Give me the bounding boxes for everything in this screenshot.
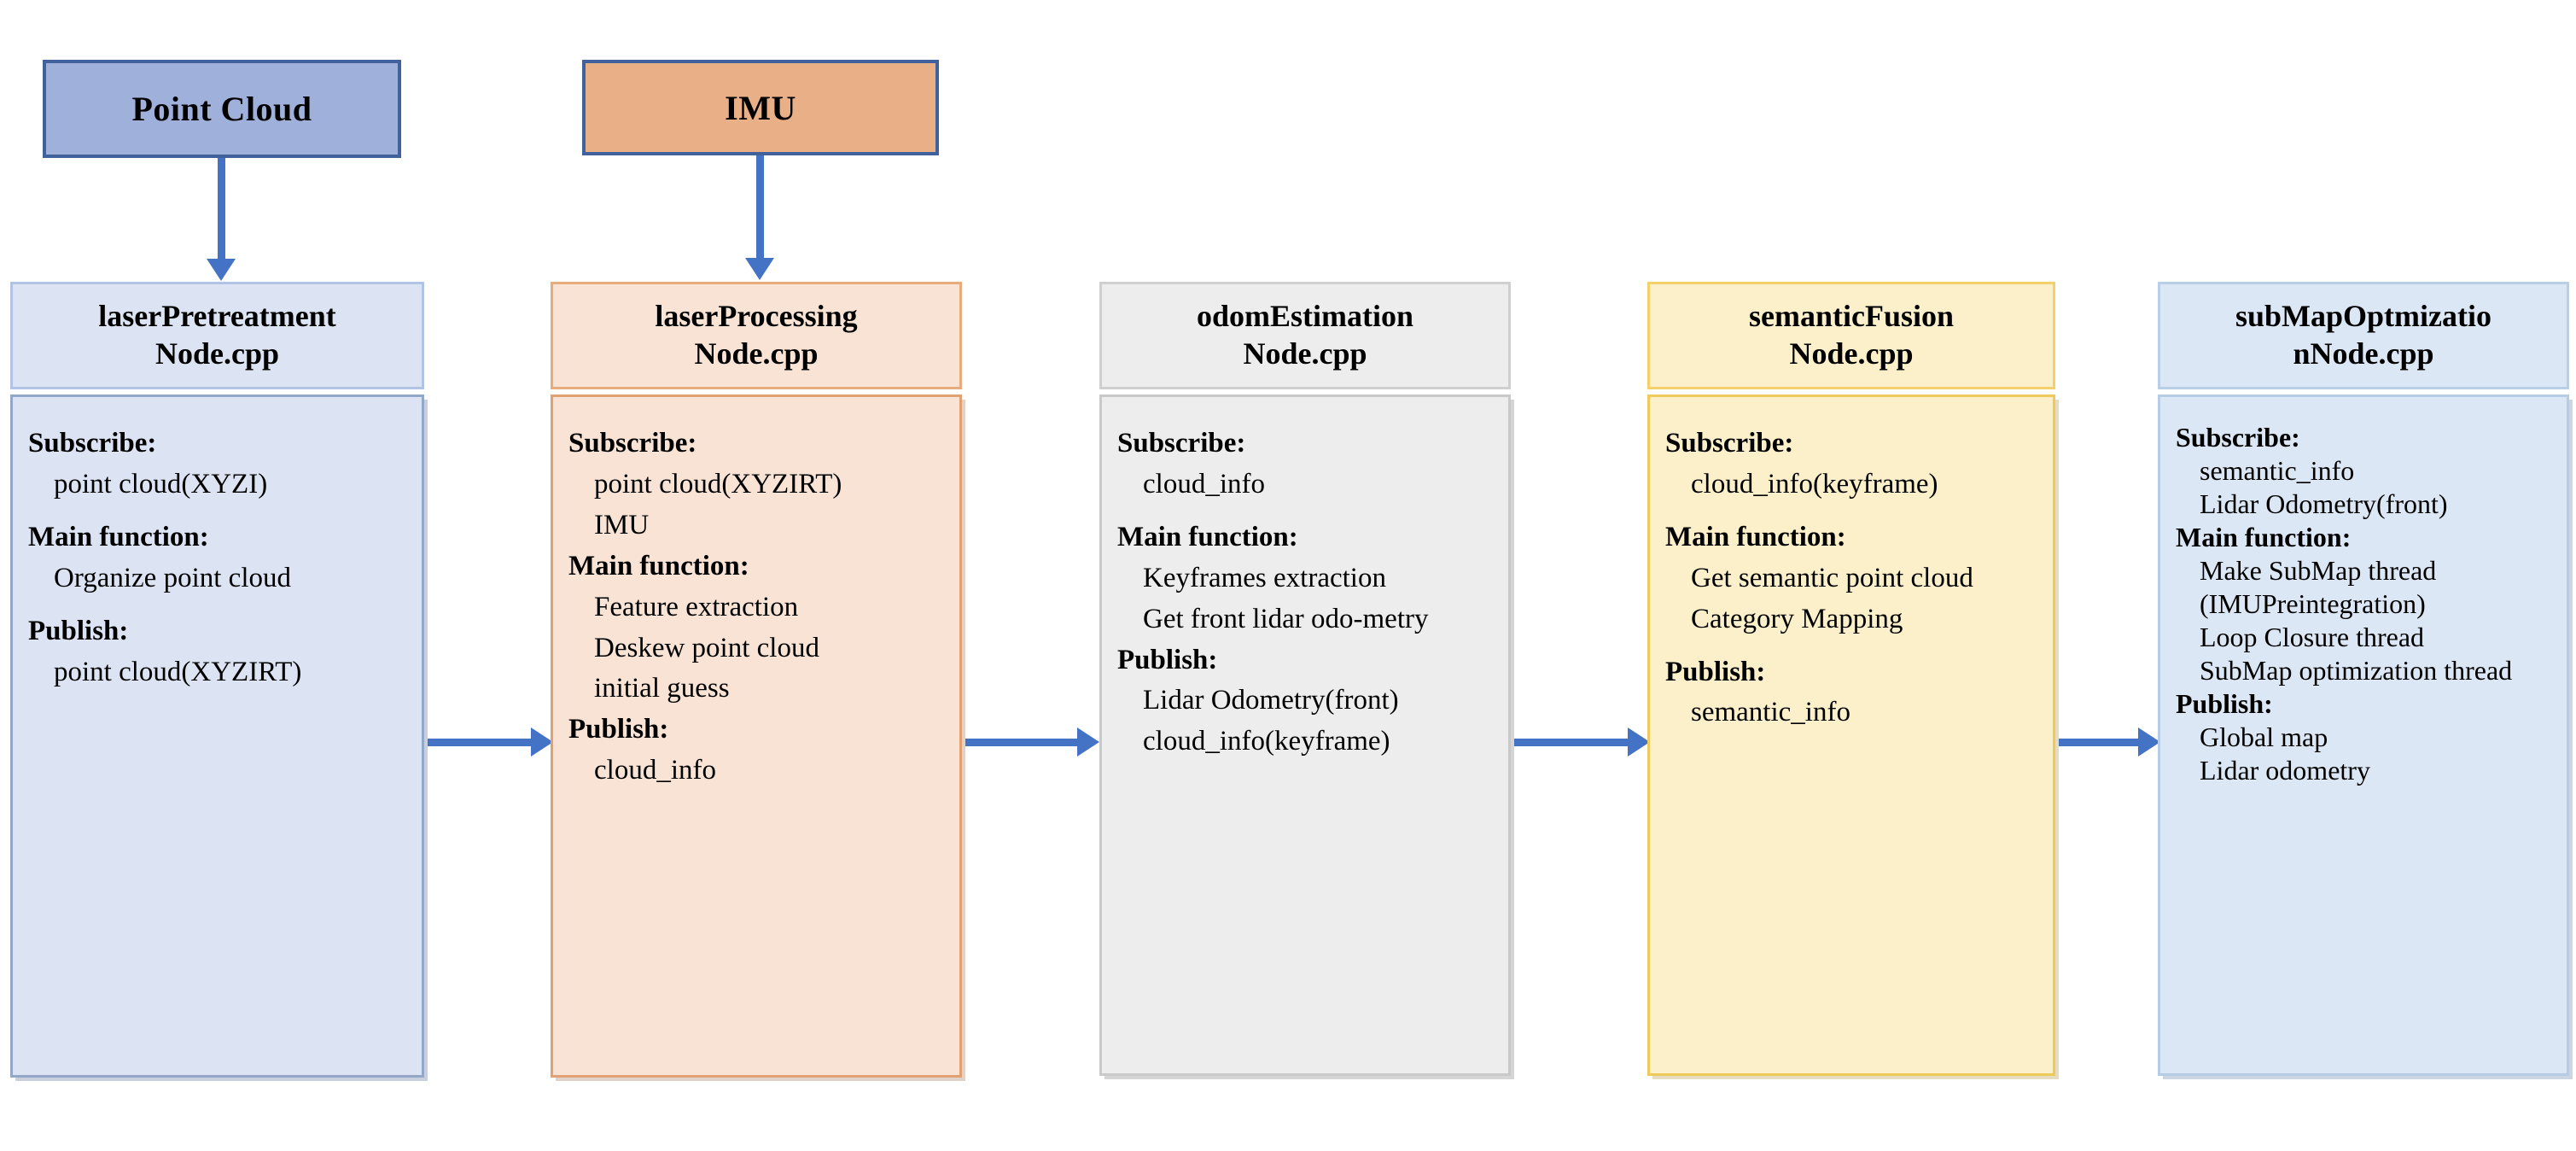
section-item: IMU — [594, 509, 650, 540]
source-label-point-cloud: Point Cloud — [131, 90, 312, 128]
section-label-publish: Publish: — [568, 714, 669, 745]
spacer — [28, 597, 406, 614]
node-title-line1: subMapOptmizatio — [2235, 299, 2492, 334]
section-label-publish: Publish: — [28, 615, 129, 646]
section-item: Lidar odometry — [2200, 755, 2370, 786]
section-item: Make SubMap thread (IMUPreintegration) — [2200, 555, 2437, 620]
section-item: initial guess — [594, 673, 730, 704]
section-label-publish: Publish: — [1665, 656, 1766, 687]
spacer — [1117, 503, 1493, 520]
arrow-head — [2138, 727, 2160, 757]
section-label-publish: Publish: — [2176, 688, 2273, 720]
section-item: Feature extraction — [594, 591, 799, 622]
node-body-semantic-fusion: Subscribe: cloud_info(keyframe) Main fun… — [1647, 394, 2055, 1076]
section-item: cloud_info(keyframe) — [1143, 726, 1390, 757]
node-body-submap-optimization: Subscribe: semantic_info Lidar Odometry(… — [2158, 394, 2569, 1076]
spacer — [28, 503, 406, 520]
arrow-shaft — [2058, 739, 2141, 746]
node-header-laser-processing: laserProcessing Node.cpp — [551, 282, 962, 389]
node-title-line2: Node.cpp — [1243, 336, 1367, 371]
arrow-head — [1077, 727, 1099, 757]
section-label-main-function: Main function: — [1117, 521, 1298, 552]
arrow-head — [207, 259, 236, 281]
node-header-laser-pretreatment: laserPretreatment Node.cpp — [10, 282, 424, 389]
node-header-submap-optimization: subMapOptmizatio nNode.cpp — [2158, 282, 2569, 389]
arrow-head — [531, 727, 553, 757]
section-label-subscribe: Subscribe: — [1665, 428, 1794, 459]
node-header-semantic-fusion: semanticFusion Node.cpp — [1647, 282, 2055, 389]
node-title-line1: laserPretreatment — [98, 299, 336, 334]
section-label-main-function: Main function: — [568, 550, 749, 581]
arrow-head — [745, 258, 774, 280]
section-label-main-function: Main function: — [1665, 521, 1846, 552]
node-title-line2: Node.cpp — [154, 336, 280, 371]
section-item: cloud_info(keyframe) — [1691, 468, 1938, 500]
node-body-laser-pretreatment: Subscribe: point cloud(XYZI) Main functi… — [10, 394, 424, 1078]
spacer — [1665, 638, 2037, 655]
section-item: cloud_info — [1143, 468, 1265, 500]
section-label-publish: Publish: — [1117, 644, 1218, 675]
node-body-odom-estimation: Subscribe: cloud_info Main function: Key… — [1099, 394, 1511, 1076]
section-item: Lidar Odometry(front) — [1143, 685, 1399, 716]
section-label-main-function: Main function: — [28, 521, 209, 552]
node-title-line2: nNode.cpp — [2293, 336, 2434, 371]
section-item: Lidar Odometry(front) — [2200, 488, 2448, 520]
node-laser-processing: laserProcessing Node.cpp Subscribe: poin… — [551, 282, 962, 1078]
arrow-shaft — [965, 739, 1080, 746]
section-item: SubMap optimization thread — [2200, 655, 2513, 687]
node-title-line1: semanticFusion — [1748, 299, 1954, 334]
source-label-imu: IMU — [725, 88, 796, 127]
source-box-point-cloud: Point Cloud — [43, 60, 401, 158]
arrow-head — [1628, 727, 1650, 757]
section-item: Organize point cloud — [54, 562, 291, 593]
section-item: semantic_info — [1691, 697, 1850, 728]
node-laser-pretreatment: laserPretreatment Node.cpp Subscribe: po… — [10, 282, 424, 1078]
section-item: Loop Closure thread — [2200, 622, 2425, 653]
section-item: point cloud(XYZIRT) — [594, 468, 842, 500]
source-box-imu: IMU — [582, 60, 939, 155]
section-item: Keyframes extraction — [1143, 562, 1386, 593]
section-item: point cloud(XYZI) — [54, 468, 268, 500]
section-item: Category Mapping — [1691, 603, 1903, 634]
section-item: cloud_info — [594, 755, 716, 786]
section-item: semantic_info — [2200, 455, 2355, 487]
node-header-odom-estimation: odomEstimation Node.cpp — [1099, 282, 1511, 389]
section-label-subscribe: Subscribe: — [2176, 422, 2300, 453]
arrow-shaft — [218, 158, 225, 260]
section-label-subscribe: Subscribe: — [568, 428, 697, 459]
node-semantic-fusion: semanticFusion Node.cpp Subscribe: cloud… — [1647, 282, 2055, 1076]
arrow-shaft — [427, 739, 533, 746]
node-body-laser-processing: Subscribe: point cloud(XYZIRT) IMU Main … — [551, 394, 962, 1078]
spacer — [1665, 503, 2037, 520]
section-item: point cloud(XYZIRT) — [54, 656, 302, 687]
section-label-subscribe: Subscribe: — [1117, 428, 1246, 459]
section-item: Get front lidar odo-metry — [1143, 603, 1429, 634]
section-item: Global map — [2200, 722, 2328, 753]
node-odom-estimation: odomEstimation Node.cpp Subscribe: cloud… — [1099, 282, 1511, 1076]
section-item: Deskew point cloud — [594, 632, 819, 663]
section-label-main-function: Main function: — [2176, 522, 2352, 553]
node-title-line2: Node.cpp — [694, 336, 819, 371]
section-label-subscribe: Subscribe: — [28, 428, 157, 459]
node-title-line1: odomEstimation — [1196, 299, 1414, 334]
arrow-shaft — [756, 155, 764, 260]
section-item: Get semantic point cloud — [1691, 562, 1973, 593]
node-title-line2: Node.cpp — [1789, 336, 1914, 371]
arrow-shaft — [1513, 739, 1630, 746]
node-submap-optimization: subMapOptmizatio nNode.cpp Subscribe: se… — [2158, 282, 2569, 1076]
node-title-line1: laserProcessing — [655, 299, 858, 334]
